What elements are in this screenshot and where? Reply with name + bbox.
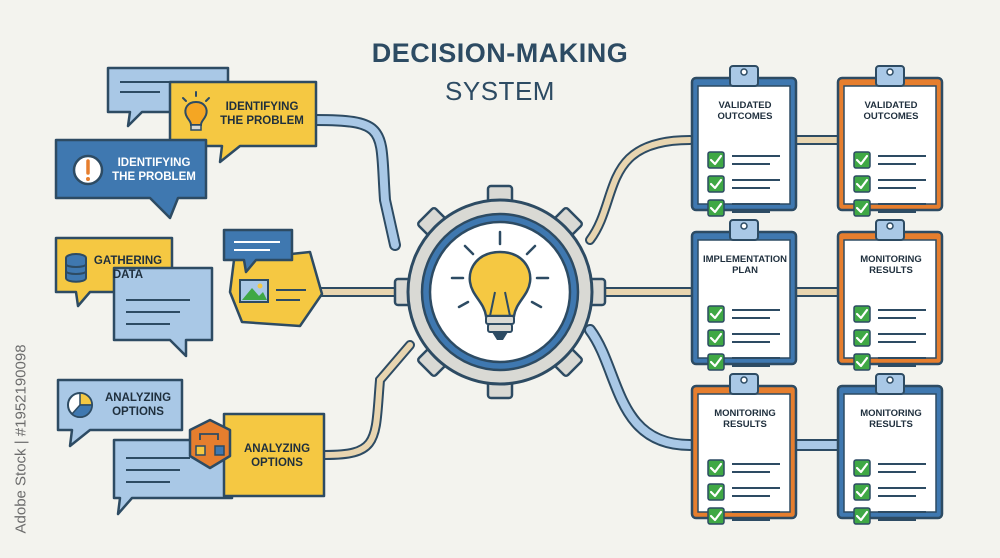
checklist-row: [853, 507, 926, 525]
checklist-row: [853, 459, 926, 477]
checklist-row: [707, 483, 780, 501]
diagram-subtitle: SYSTEM: [445, 76, 555, 106]
checklist-row: [707, 305, 780, 323]
clipboard-clip: [729, 373, 759, 395]
diagram-title: DECISION-MAKING: [371, 38, 629, 68]
checklist-row: [707, 329, 780, 347]
clipboard-clip: [875, 373, 905, 395]
clipboard-clip: [729, 65, 759, 87]
checkbox-checked-icon: [707, 175, 725, 193]
label-gathering-data: GATHERING DATA: [93, 255, 163, 281]
clipboard-title-validated-outcomes-2: VALIDATED OUTCOMES: [863, 100, 919, 122]
clipboard-title-monitoring-results-2: MONITORING RESULTS: [714, 408, 776, 430]
checklist-row: [853, 353, 926, 371]
checkbox-checked-icon: [707, 507, 725, 525]
checkbox-checked-icon: [853, 305, 871, 323]
checklist-row: [853, 305, 926, 323]
clipboard: [836, 373, 944, 525]
checkbox-checked-icon: [707, 353, 725, 371]
clipboard-title-validated-outcomes-1: VALIDATED OUTCOMES: [717, 100, 773, 122]
lightbulb-icon: [450, 230, 550, 340]
checkbox-checked-icon: [707, 329, 725, 347]
checkbox-checked-icon: [853, 483, 871, 501]
hexagon-panel: [228, 250, 324, 328]
speech-bubble: [222, 228, 294, 274]
checklist-row: [707, 507, 780, 525]
checkbox-checked-icon: [853, 507, 871, 525]
watermark: Adobe Stock | #1952190098: [6, 300, 30, 550]
clipboard-title-implementation-plan: IMPLEMENTATION PLAN: [702, 254, 788, 276]
clipboard: [690, 219, 798, 371]
checkbox-checked-icon: [853, 353, 871, 371]
checklist-row: [853, 483, 926, 501]
checkbox-checked-icon: [707, 199, 725, 217]
lightbulb-icon: [182, 91, 210, 131]
checkbox-checked-icon: [853, 199, 871, 217]
speech-bubble-analyzing-options-yellow: [222, 412, 326, 498]
clipboard: [836, 219, 944, 371]
exclamation-icon: [72, 154, 104, 186]
checkbox-checked-icon: [707, 459, 725, 477]
checkbox-checked-icon: [853, 175, 871, 193]
label-identifying-problem-blue: IDENTIFYING THE PROBLEM: [112, 157, 196, 183]
checklist-row: [853, 151, 926, 169]
connectors: [309, 114, 846, 460]
checklist-row: [853, 329, 926, 347]
checklist-row: [707, 459, 780, 477]
clipboard: [690, 373, 798, 525]
clipboard-grid: [690, 65, 944, 525]
checkbox-checked-icon: [707, 305, 725, 323]
image-icon: [239, 279, 269, 303]
label-identifying-problem-top: IDENTIFYING THE PROBLEM: [220, 101, 304, 127]
clipboard-title-monitoring-results-1: MONITORING RESULTS: [860, 254, 922, 276]
label-analyzing-options-blue: ANALYZING OPTIONS: [104, 392, 172, 418]
clipboard-clip: [875, 65, 905, 87]
checkbox-checked-icon: [707, 151, 725, 169]
checkbox-checked-icon: [853, 329, 871, 347]
checklist-row: [707, 353, 780, 371]
checklist-row: [853, 199, 926, 217]
checklist-row: [707, 175, 780, 193]
clipboard: [690, 65, 798, 217]
clipboard: [836, 65, 944, 217]
checkbox-checked-icon: [853, 151, 871, 169]
checklist-row: [853, 175, 926, 193]
speech-bubble: [112, 266, 214, 358]
clipboard-title-monitoring-results-3: MONITORING RESULTS: [860, 408, 922, 430]
checklist-row: [707, 199, 780, 217]
label-analyzing-options-yellow: ANALYZING OPTIONS: [243, 443, 311, 469]
checkbox-checked-icon: [853, 459, 871, 477]
checklist-row: [707, 151, 780, 169]
watermark-text: Adobe Stock | #1952190098: [12, 344, 30, 534]
clipboard-clip: [875, 219, 905, 241]
checkbox-checked-icon: [707, 483, 725, 501]
database-icon: [65, 253, 87, 283]
pie-chart-icon: [67, 392, 93, 418]
flow-icon: [188, 418, 232, 470]
clipboard-clip: [729, 219, 759, 241]
